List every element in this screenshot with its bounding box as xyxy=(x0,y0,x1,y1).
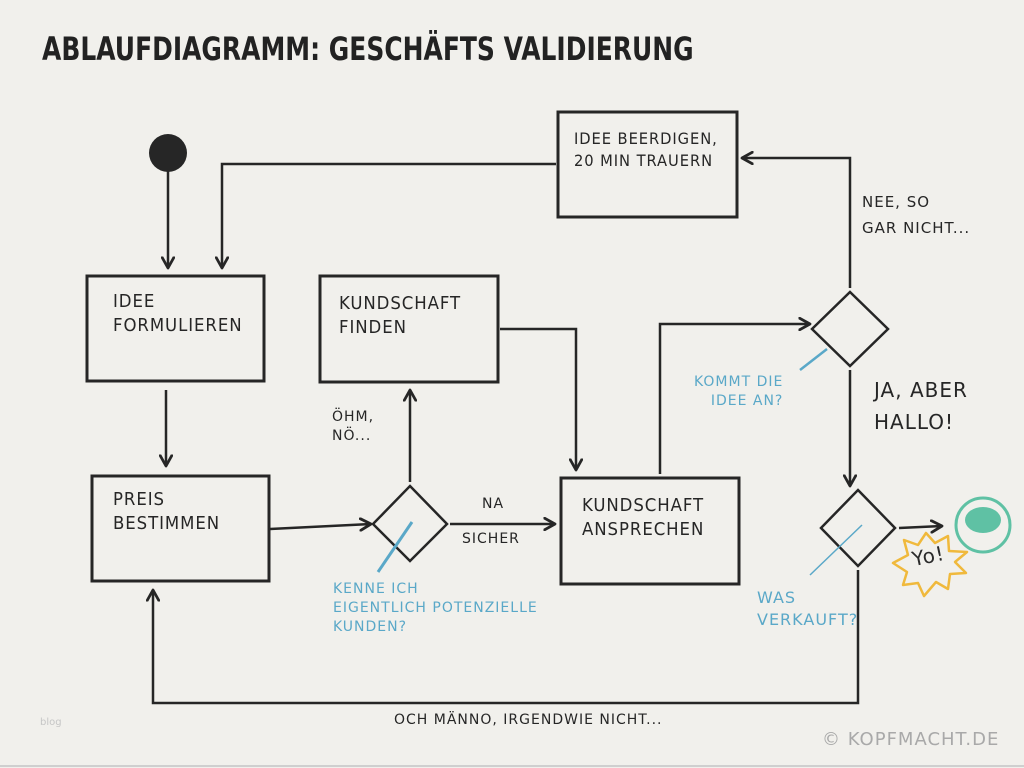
end-node-dot xyxy=(965,507,1001,533)
edge-label-yes-customers-1: NA xyxy=(482,496,505,512)
blog-watermark: blog xyxy=(40,717,62,728)
label-line: FORMULIEREN xyxy=(113,315,243,337)
label-line: 20 MIN TRAUERN xyxy=(574,150,714,170)
label-line: NEE, SO xyxy=(862,193,931,211)
label-line: WAS xyxy=(757,588,797,607)
arrow-verkauft-to-end xyxy=(898,526,942,528)
edge-label-idea-accepted: JA, ABER HALLO! xyxy=(874,374,968,438)
label-line: IDEE BEERDIGEN, xyxy=(574,129,718,148)
label-line: HALLO! xyxy=(874,410,955,434)
label-line: JA, ABER xyxy=(874,378,968,402)
arrow-preis-to-decision xyxy=(269,524,371,529)
decision-label-kenne-kunden: KENNE ICH EIGENTLICH POTENZIELLE KUNDEN? xyxy=(333,580,538,637)
edge-label-no-customers: ÖHM, NÖ... xyxy=(332,408,374,446)
label-kundschaft-finden: KUNDSCHAFT FINDEN xyxy=(339,292,461,341)
label-line: BESTIMMEN xyxy=(113,513,221,535)
copyright-label: © KOPFMACHT.DE xyxy=(822,729,1000,750)
decision-was-verkauft xyxy=(819,488,897,568)
start-node xyxy=(149,134,187,172)
end-node-ring xyxy=(954,496,1012,554)
edge-label-yes-customers-2: SICHER xyxy=(462,531,520,547)
label-preis-bestimmen: PREIS BESTIMMEN xyxy=(113,488,220,537)
edge-label-not-sold: OCH MÄNNO, IRGENDWIE NICHT... xyxy=(394,712,663,728)
label-line: VERKAUFT? xyxy=(757,609,859,629)
annotation-stroke-was-verkauft xyxy=(809,524,863,576)
label-line: KENNE ICH xyxy=(333,581,419,597)
label-line: FINDEN xyxy=(339,317,407,339)
label-line: NÖ... xyxy=(332,427,372,444)
annotation-stroke-kenne-kunden xyxy=(376,521,414,573)
arrow-beerdigen-to-idee xyxy=(222,162,556,268)
label-kundschaft-ansprechen: KUNDSCHAFT ANSPRECHEN xyxy=(582,494,704,543)
label-idee-formulieren: IDEE FORMULIEREN xyxy=(113,290,243,339)
arrow-finden-to-ansprechen xyxy=(500,327,576,470)
decision-label-was-verkauft: WAS VERKAUFT? xyxy=(757,587,858,630)
label-line: PREIS xyxy=(113,489,165,510)
box-idee-formulieren xyxy=(85,274,266,383)
box-kundschaft-finden xyxy=(318,274,500,384)
arrow-decision-to-beerdigen xyxy=(742,158,852,288)
annotation-stroke-kommt-idee-an xyxy=(799,348,828,371)
decision-kenne-kunden xyxy=(371,484,449,563)
label-line: EIGENTLICH POTENZIELLE xyxy=(333,599,538,616)
box-idee-beerdigen xyxy=(556,110,739,219)
label-line: KUNDSCHAFT xyxy=(339,293,462,314)
diagram-title: ABLAUFDIAGRAMM: GESCHÄFTS VALIDIERUNG xyxy=(42,30,694,68)
label-idee-beerdigen: IDEE BEERDIGEN, 20 MIN TRAUERN xyxy=(574,128,718,171)
label-line: ÖHM, xyxy=(332,409,375,425)
label-line: KOMMT DIE xyxy=(694,374,784,390)
arrow-ansprechen-to-decision xyxy=(658,324,810,474)
yo-burst-icon xyxy=(891,531,969,598)
label-line: IDEE AN? xyxy=(710,392,784,409)
label-line: ANSPRECHEN xyxy=(582,519,705,541)
label-line: KUNDSCHAFT xyxy=(582,495,705,516)
decision-label-kommt-idee-an: KOMMT DIE IDEE AN? xyxy=(694,373,783,411)
box-kundschaft-ansprechen xyxy=(559,476,741,586)
arrow-loop-back-to-preis xyxy=(153,570,860,705)
edge-label-idea-rejected: NEE, SO GAR NICHT... xyxy=(862,190,970,241)
label-line: GAR NICHT... xyxy=(862,218,971,237)
decision-kommt-idee-an xyxy=(810,290,890,368)
box-preis-bestimmen xyxy=(90,474,271,583)
label-line: KUNDEN? xyxy=(333,618,408,635)
label-line: IDEE xyxy=(113,291,156,312)
